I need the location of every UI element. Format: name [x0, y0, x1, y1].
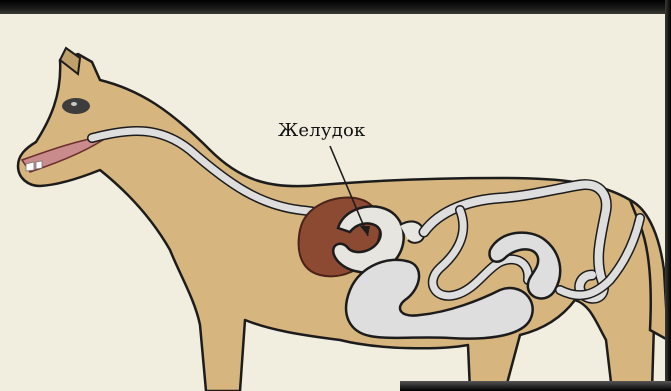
- right-frame-border: [665, 0, 671, 391]
- bottom-frame-border: [400, 381, 671, 391]
- horse-eye: [62, 98, 90, 114]
- stomach-label: Желудок: [278, 120, 365, 141]
- horse-eye-highlight: [71, 102, 77, 106]
